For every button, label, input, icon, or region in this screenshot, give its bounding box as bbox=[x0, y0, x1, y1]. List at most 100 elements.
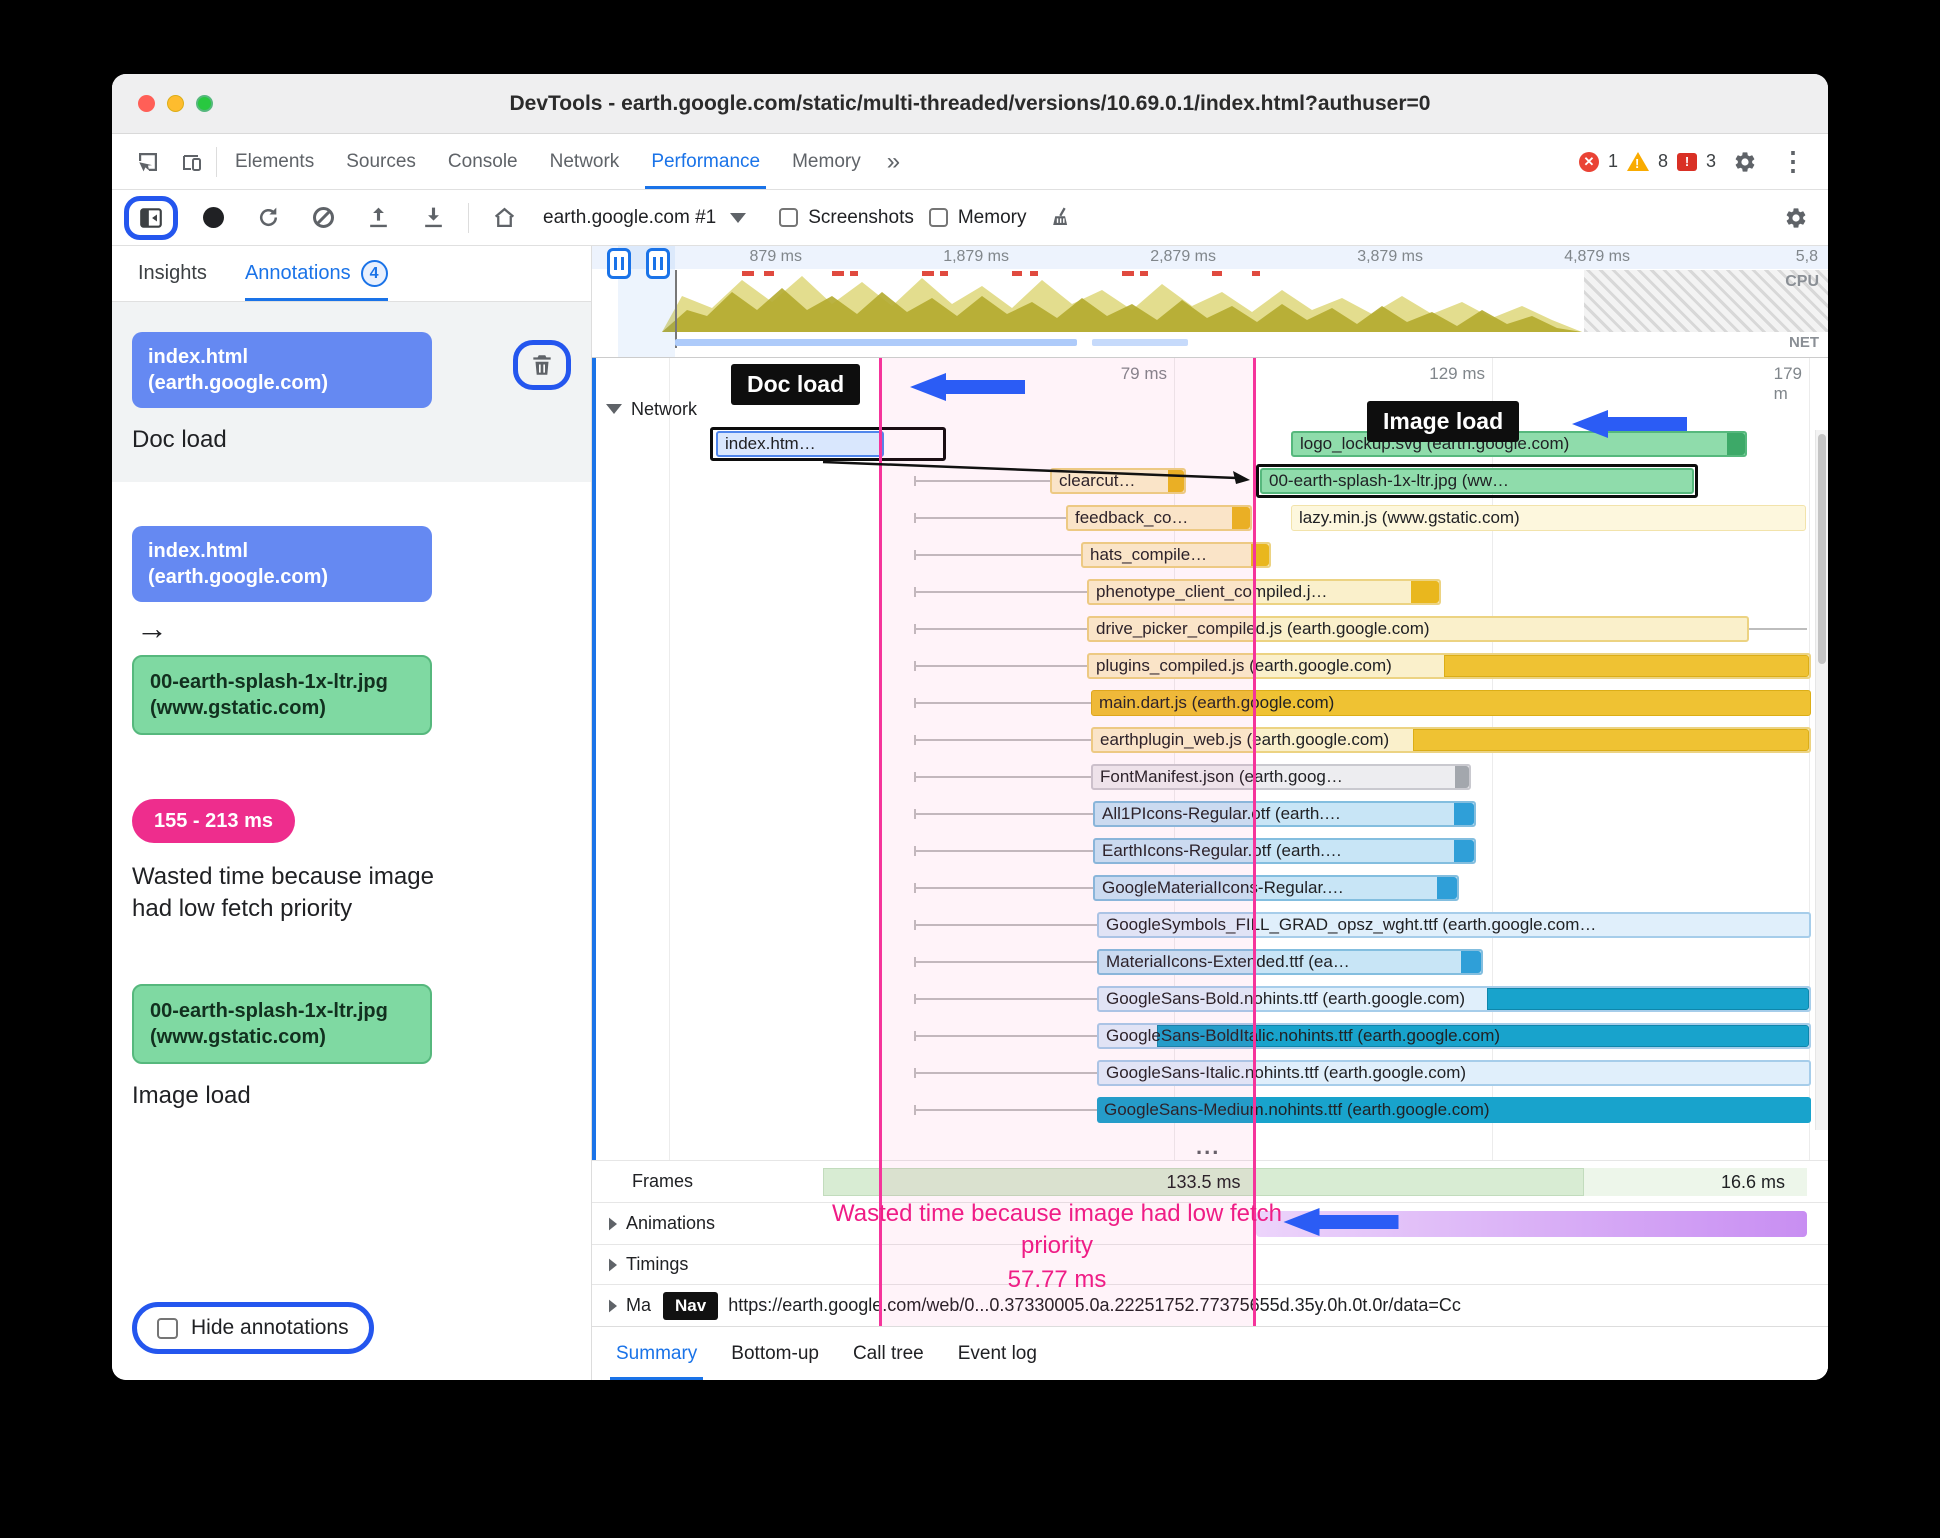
network-request-row[interactable]: GoogleSans-Italic.nohints.ttf (earth.goo… bbox=[596, 1055, 1828, 1092]
device-toolbar-icon[interactable] bbox=[172, 142, 212, 182]
network-request-bar[interactable]: plugins_compiled.js (earth.google.com) bbox=[1087, 653, 1811, 679]
upload-profile-icon[interactable] bbox=[358, 198, 398, 238]
annotation-chip-splash-image[interactable]: 00-earth-splash-1x-ltr.jpg (www.gstatic.… bbox=[132, 983, 432, 1064]
issues-icon[interactable]: ! bbox=[1676, 152, 1697, 171]
expand-triangle-icon[interactable] bbox=[609, 1299, 617, 1312]
error-icon[interactable]: ✕ bbox=[1578, 151, 1599, 172]
annotation-entry-doc-load[interactable]: index.html (earth.google.com) Doc load bbox=[112, 302, 591, 482]
annotation-entry-link[interactable]: index.html (earth.google.com) → 00-earth… bbox=[112, 526, 591, 735]
tab-performance[interactable]: Performance bbox=[637, 134, 774, 189]
settings-gear-icon[interactable] bbox=[1725, 142, 1765, 182]
collapse-triangle-icon[interactable] bbox=[606, 404, 622, 414]
warning-icon[interactable]: ! bbox=[1626, 152, 1649, 171]
annotation-chip-time-range[interactable]: 155 - 213 ms bbox=[132, 799, 295, 843]
memory-checkbox-row[interactable]: Memory bbox=[928, 207, 1026, 229]
network-request-bar[interactable]: index.htm… bbox=[716, 431, 884, 457]
record-button[interactable] bbox=[193, 198, 233, 238]
memory-checkbox[interactable] bbox=[928, 208, 948, 227]
scrollbar-thumb[interactable] bbox=[1818, 434, 1826, 664]
minimap-left-handle[interactable] bbox=[607, 248, 631, 279]
frames-track[interactable]: Frames 133.5 ms 16.6 ms bbox=[592, 1160, 1828, 1202]
tab-console[interactable]: Console bbox=[447, 150, 518, 172]
screenshots-checkbox[interactable] bbox=[779, 208, 799, 227]
expand-triangle-icon[interactable] bbox=[609, 1258, 617, 1271]
network-request-bar[interactable]: earthplugin_web.js (earth.google.com) bbox=[1091, 727, 1811, 753]
network-request-row[interactable]: All1PIcons-Regular.otf (earth.… bbox=[596, 796, 1828, 833]
expand-triangle-icon[interactable] bbox=[609, 1217, 617, 1230]
network-request-bar[interactable]: main.dart.js (earth.google.com) bbox=[1091, 690, 1811, 716]
network-request-bar[interactable]: GoogleMaterialIcons-Regular.… bbox=[1093, 875, 1459, 901]
network-request-row[interactable]: main.dart.js (earth.google.com) bbox=[596, 685, 1828, 722]
annotation-chip-index-html[interactable]: index.html (earth.google.com) bbox=[132, 526, 432, 602]
network-request-row[interactable]: plugins_compiled.js (earth.google.com) bbox=[596, 648, 1828, 685]
animation-bar[interactable] bbox=[1256, 1211, 1807, 1237]
tab-insights[interactable]: Insights bbox=[138, 262, 207, 284]
kebab-menu-icon[interactable]: ⋮ bbox=[1780, 146, 1806, 176]
delete-annotation-icon[interactable] bbox=[527, 350, 557, 380]
timings-track[interactable]: Timings bbox=[592, 1244, 1828, 1284]
close-button[interactable] bbox=[138, 95, 155, 112]
network-request-row[interactable]: hats_compile… bbox=[596, 537, 1828, 574]
download-profile-icon[interactable] bbox=[413, 198, 453, 238]
network-request-row[interactable]: GoogleMaterialIcons-Regular.… bbox=[596, 870, 1828, 907]
network-request-row[interactable]: GoogleSans-Bold.nohints.ttf (earth.googl… bbox=[596, 981, 1828, 1018]
network-request-bar[interactable]: EarthIcons-Regular.otf (earth.… bbox=[1093, 838, 1476, 864]
network-request-row[interactable]: GoogleSymbols_FILL_GRAD_opsz_wght.ttf (e… bbox=[596, 907, 1828, 944]
network-request-bar[interactable]: GoogleSans-Medium.nohints.ttf (earth.goo… bbox=[1097, 1097, 1811, 1123]
annotation-entry-image-load[interactable]: 00-earth-splash-1x-ltr.jpg (www.gstatic.… bbox=[112, 983, 591, 1110]
network-request-bar[interactable]: feedback_co… bbox=[1066, 505, 1252, 531]
network-request-row[interactable]: EarthIcons-Regular.otf (earth.… bbox=[596, 833, 1828, 870]
network-request-row[interactable]: GoogleSans-Medium.nohints.ttf (earth.goo… bbox=[596, 1092, 1828, 1129]
hide-annotations-checkbox[interactable] bbox=[157, 1317, 178, 1339]
vertical-scrollbar[interactable] bbox=[1815, 430, 1828, 1130]
annotation-chip-splash-image[interactable]: 00-earth-splash-1x-ltr.jpg (www.gstatic.… bbox=[132, 655, 432, 735]
minimize-button[interactable] bbox=[167, 95, 184, 112]
annotation-chip-index-html[interactable]: index.html (earth.google.com) bbox=[132, 332, 432, 408]
tab-annotations[interactable]: Annotations 4 bbox=[244, 246, 388, 301]
more-tabs-icon[interactable]: » bbox=[886, 147, 901, 175]
network-request-bar[interactable]: GoogleSans-BoldItalic.nohints.ttf (earth… bbox=[1097, 1023, 1811, 1049]
clear-icon[interactable] bbox=[303, 198, 343, 238]
network-request-bar[interactable]: All1PIcons-Regular.otf (earth.… bbox=[1093, 801, 1476, 827]
network-request-bar[interactable]: GoogleSans-Bold.nohints.ttf (earth.googl… bbox=[1097, 986, 1811, 1012]
network-request-row[interactable]: MaterialIcons-Extended.ttf (ea… bbox=[596, 944, 1828, 981]
minimap-right-handle[interactable] bbox=[646, 248, 670, 279]
frame-bar[interactable]: 133.5 ms bbox=[823, 1168, 1584, 1196]
annotation-entry-wasted-time[interactable]: 155 - 213 ms Wasted time because image h… bbox=[112, 799, 591, 926]
network-request-bar[interactable]: MaterialIcons-Extended.ttf (ea… bbox=[1097, 949, 1483, 975]
tab-call-tree[interactable]: Call tree bbox=[852, 1342, 924, 1364]
home-icon[interactable] bbox=[484, 198, 524, 238]
network-request-bar[interactable]: hats_compile… bbox=[1081, 542, 1271, 568]
network-request-row[interactable]: clearcut… 00-earth-splash-1x-ltr.jpg (ww… bbox=[596, 463, 1828, 500]
network-track-header[interactable]: Network bbox=[596, 392, 1828, 426]
network-request-bar[interactable]: lazy.min.js (www.gstatic.com) bbox=[1291, 505, 1806, 531]
network-request-row[interactable]: earthplugin_web.js (earth.google.com) bbox=[596, 722, 1828, 759]
network-request-row[interactable]: drive_picker_compiled.js (earth.google.c… bbox=[596, 611, 1828, 648]
network-request-bar[interactable]: GoogleSans-Italic.nohints.ttf (earth.goo… bbox=[1097, 1060, 1811, 1086]
tab-bottom-up[interactable]: Bottom-up bbox=[731, 1342, 819, 1364]
collect-garbage-icon[interactable] bbox=[1041, 198, 1081, 238]
more-rows-ellipsis[interactable]: ... bbox=[1196, 1134, 1221, 1159]
network-request-bar[interactable]: phenotype_client_compiled.j… bbox=[1087, 579, 1441, 605]
reload-and-record-icon[interactable] bbox=[248, 198, 288, 238]
network-request-bar[interactable]: GoogleSymbols_FILL_GRAD_opsz_wght.ttf (e… bbox=[1097, 912, 1811, 938]
inspect-element-icon[interactable] bbox=[128, 142, 168, 182]
tab-event-log[interactable]: Event log bbox=[957, 1342, 1037, 1364]
network-request-bar[interactable]: 00-earth-splash-1x-ltr.jpg (ww… bbox=[1260, 468, 1694, 494]
network-request-row[interactable]: feedback_co… lazy.min.js (www.gstatic.com… bbox=[596, 500, 1828, 537]
tab-network[interactable]: Network bbox=[549, 150, 620, 172]
screenshots-checkbox-row[interactable]: Screenshots bbox=[779, 207, 914, 229]
frame-bar[interactable]: 16.6 ms bbox=[1584, 1168, 1807, 1196]
profile-select[interactable]: earth.google.com #1 bbox=[543, 207, 747, 229]
network-request-row[interactable]: FontManifest.json (earth.goog… bbox=[596, 759, 1828, 796]
network-request-row[interactable]: index.htm…logo_lockup.svg (earth.google.… bbox=[596, 426, 1828, 463]
tab-sources[interactable]: Sources bbox=[346, 150, 416, 172]
tab-elements[interactable]: Elements bbox=[235, 150, 315, 172]
tab-summary[interactable]: Summary bbox=[600, 1327, 713, 1380]
toggle-sidebar-icon[interactable] bbox=[136, 203, 166, 233]
zoom-button[interactable] bbox=[196, 95, 213, 112]
network-request-bar[interactable]: clearcut… bbox=[1050, 468, 1186, 494]
nav-marker-chip[interactable]: Nav bbox=[663, 1291, 719, 1320]
